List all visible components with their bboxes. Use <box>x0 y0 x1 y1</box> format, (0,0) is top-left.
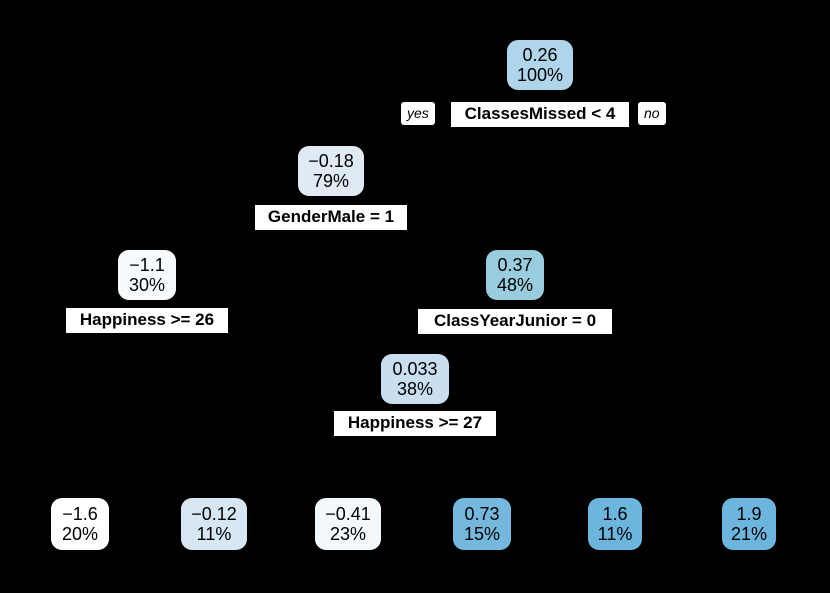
node-value: 1.6 <box>602 503 628 524</box>
node-percent: 38% <box>396 379 434 399</box>
node-percent: 30% <box>128 275 166 295</box>
tree-node-classyearjunior[interactable]: 0.37 48% <box>486 250 544 300</box>
tree-leaf-4[interactable]: 0.73 15% <box>453 498 511 550</box>
branch-flag-no: no <box>638 102 666 126</box>
node-value: 0.37 <box>497 254 533 275</box>
node-value: 0.033 <box>392 358 438 379</box>
split-label-classesmissed: ClassesMissed < 4 <box>451 102 629 128</box>
node-value: −1.6 <box>62 503 98 524</box>
split-label-happiness-26: Happiness >= 26 <box>66 308 228 334</box>
tree-leaf-1[interactable]: −1.6 20% <box>51 498 109 550</box>
node-value: −0.18 <box>308 150 354 171</box>
tree-node-root[interactable]: 0.26 100% <box>507 40 573 90</box>
node-percent: 100% <box>516 65 564 85</box>
tree-leaf-3[interactable]: −0.41 23% <box>315 498 381 550</box>
node-value: 0.26 <box>522 44 558 65</box>
node-percent: 79% <box>312 171 350 191</box>
node-percent: 23% <box>329 524 367 544</box>
split-label-happiness-27: Happiness >= 27 <box>334 411 496 437</box>
split-label-classyearjunior: ClassYearJunior = 0 <box>418 309 612 335</box>
tree-leaf-2[interactable]: −0.12 11% <box>181 498 247 550</box>
branch-flag-yes: yes <box>401 102 435 126</box>
node-value: −0.41 <box>325 503 371 524</box>
node-percent: 15% <box>463 524 501 544</box>
tree-leaf-5[interactable]: 1.6 11% <box>588 498 642 550</box>
split-label-gendermale: GenderMale = 1 <box>255 205 407 231</box>
tree-node-happiness27[interactable]: 0.033 38% <box>381 354 449 404</box>
node-percent: 48% <box>496 275 534 295</box>
node-percent: 11% <box>597 524 633 544</box>
node-percent: 21% <box>730 524 768 544</box>
node-value: −0.12 <box>191 503 237 524</box>
tree-node-happiness26[interactable]: −1.1 30% <box>118 250 176 300</box>
tree-leaf-6[interactable]: 1.9 21% <box>722 498 776 550</box>
node-percent: 11% <box>196 524 232 544</box>
node-value: 0.73 <box>464 503 500 524</box>
node-value: −1.1 <box>129 254 165 275</box>
tree-node-gendermale[interactable]: −0.18 79% <box>298 146 364 196</box>
node-value: 1.9 <box>736 503 762 524</box>
node-percent: 20% <box>61 524 99 544</box>
